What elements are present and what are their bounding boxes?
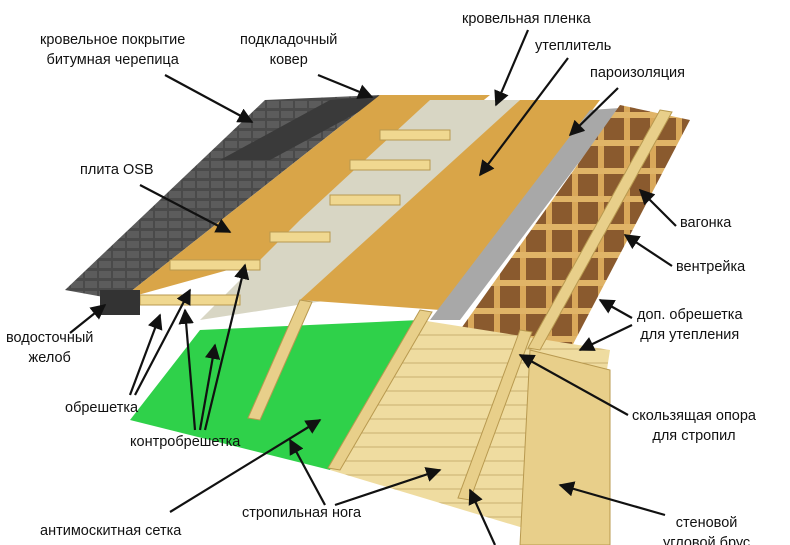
label-line: угловой брус — [663, 535, 751, 545]
label-line: подкладочный — [240, 32, 338, 48]
label-underlay: подкладочный ковер — [240, 30, 337, 70]
vapor-barrier-layer — [430, 108, 620, 320]
label-rafter: стропильная нога — [242, 505, 362, 521]
label-vent-batten: вентрейка — [676, 259, 746, 275]
label-roof-covering: кровельное покрытие битумная черепица — [40, 30, 185, 70]
label-line: водосточный — [6, 330, 94, 346]
label-line: битумная черепица — [46, 52, 179, 68]
corner-beam — [519, 349, 611, 545]
label-osb: плита OSB — [80, 162, 154, 178]
underlay-layer — [220, 95, 390, 160]
label-extra-batten: доп. обрешетка для утепления — [637, 305, 743, 345]
shingle-layer — [65, 95, 380, 300]
label-sliding-support: скользящая опора для стропил — [632, 406, 756, 446]
insulation-layer — [300, 100, 600, 310]
rafters — [247, 109, 673, 501]
label-wall-beam: стеновой угловой брус — [663, 513, 750, 545]
label-battens: обрешетка — [65, 400, 139, 416]
label-vapor-barrier: пароизоляция — [590, 65, 685, 81]
label-counter-battens: контробрешетка — [130, 434, 241, 450]
label-line: скользящая опора — [632, 408, 757, 424]
label-line: для стропил — [652, 428, 736, 444]
label-line: стеновой — [675, 515, 738, 531]
label-line: доп. обрешетка — [637, 307, 743, 323]
label-gutter: водосточный желоб — [6, 328, 93, 368]
mosquito-net-layer — [130, 320, 420, 470]
membrane-layer — [200, 100, 520, 320]
label-line: ковер — [269, 52, 308, 68]
label-lining: вагонка — [680, 215, 732, 231]
arrows — [69, 29, 677, 545]
label-line: желоб — [28, 350, 71, 366]
label-line: для утепления — [640, 327, 740, 343]
label-mosquito-net: антимоскитная сетка — [40, 523, 182, 539]
label-line: кровельное покрытие — [40, 32, 186, 48]
label-roof-membrane: кровельная пленка — [462, 11, 591, 27]
label-insulation: утеплитель — [535, 38, 612, 54]
gutter — [100, 290, 140, 315]
